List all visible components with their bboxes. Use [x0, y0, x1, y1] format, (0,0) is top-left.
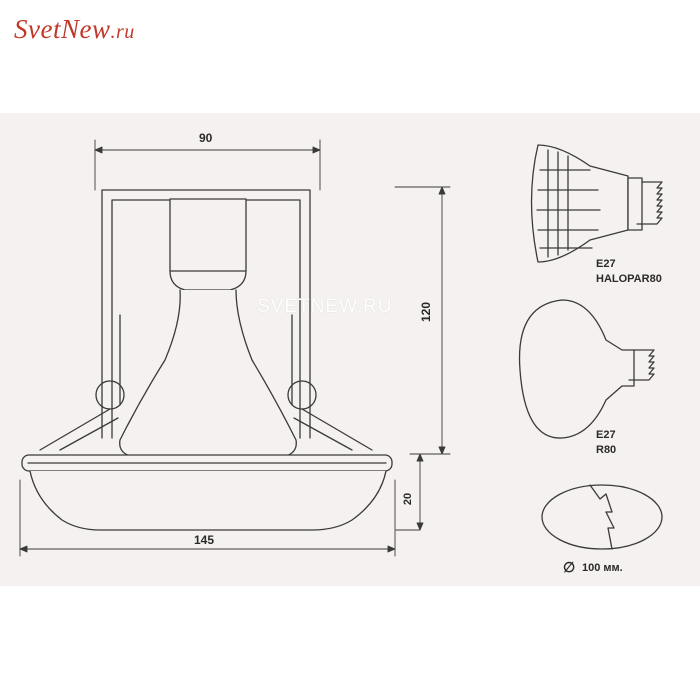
r80-lamp-illustration — [518, 299, 655, 439]
cutout-diameter-symbol: ∅ — [563, 559, 576, 575]
dimension-label-20: 20 — [402, 492, 415, 506]
cutout-diameter-label: 100 мм. — [582, 562, 623, 574]
lamp-2-type: R80 — [596, 444, 617, 456]
logo-domain: .ru — [110, 21, 135, 43]
dimension-label-145: 145 — [194, 533, 215, 547]
dimension-line-120 — [394, 186, 451, 455]
lamp-holder — [169, 198, 247, 291]
dimension-line-145 — [19, 479, 396, 557]
logo-accent: New — [60, 14, 111, 44]
dimension-label-120: 120 — [419, 301, 434, 323]
cutout-hole-illustration — [541, 484, 663, 550]
lamp-1-type: HALOPAR80 — [596, 273, 662, 285]
svetnew-logo[interactable]: SvetNew.ru — [14, 14, 135, 45]
spring-clips — [39, 314, 373, 451]
watermark: SVETNEW.RU — [257, 296, 393, 317]
fixture-rim — [21, 454, 393, 531]
halopar80-lamp-illustration — [530, 144, 663, 263]
lamp-2-base: E27 — [596, 429, 616, 441]
dimension-label-90: 90 — [199, 131, 213, 145]
dimension-line-20 — [395, 453, 424, 531]
lamp-1-base: E27 — [596, 258, 616, 270]
dimension-line-90 — [94, 139, 321, 191]
logo-prefix: Svet — [14, 14, 61, 44]
